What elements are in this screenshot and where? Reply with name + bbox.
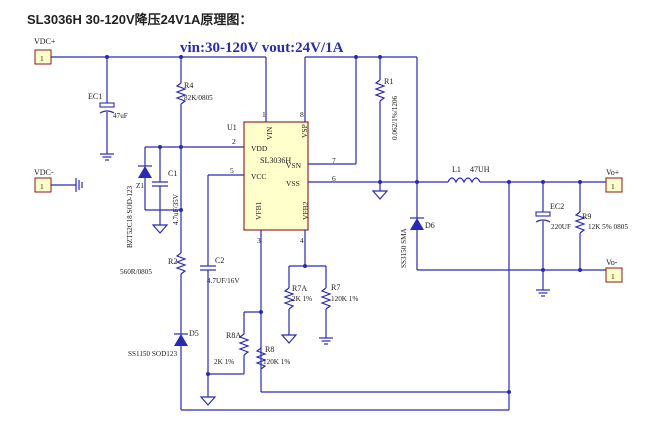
r2-ref: R2 <box>168 257 177 266</box>
wire-vin-bus <box>51 55 267 122</box>
pin-3-number: 3 <box>257 236 261 245</box>
vo-plus-pin: 1 <box>611 182 615 191</box>
u1-ref: U1 <box>227 123 237 132</box>
pin-5-number: 5 <box>230 166 234 175</box>
pin-vsp: VSP <box>300 124 309 138</box>
vdc-plus-pin: 1 <box>40 54 44 63</box>
r9-value: 12K 5% 0805 <box>588 223 628 231</box>
header-text: vin:30-120V vout:24V/1A <box>180 40 344 56</box>
ec2-value: 220UF <box>551 223 571 231</box>
pin-1-number: 1 <box>262 110 266 119</box>
wire-vsn <box>308 55 358 165</box>
ec2-ref: EC2 <box>550 202 564 211</box>
d6-ref: D6 <box>425 221 435 230</box>
resistor-r8: R8 120K 1% <box>255 345 290 370</box>
z1-ref: Z1 <box>136 182 144 190</box>
pin-vdd: VDD <box>251 144 268 153</box>
r7-value: 120K 1% <box>331 295 358 303</box>
vdc-minus-label: VDC- <box>34 168 54 177</box>
r1-value: 0.062/1%/1206 <box>391 95 399 140</box>
zener-z1: Z1 BZT52C18 SOD-123 <box>126 147 181 248</box>
r8a-value: 2K 1% <box>214 358 234 366</box>
r8-value: 120K 1% <box>263 358 290 366</box>
u1-part: SL3036H <box>260 156 291 165</box>
pin-vss: VSS <box>286 179 300 188</box>
r2-value: 560R/0805 <box>120 268 152 276</box>
pin-6-number: 6 <box>332 174 336 183</box>
pin-vfb2: VFB2 <box>301 201 310 220</box>
inductor-l1: L1 47UH <box>447 165 606 184</box>
pin-vfb1: VFB1 <box>254 201 263 220</box>
pin-2-number: 2 <box>232 137 236 146</box>
l1-value: 47UH <box>470 165 490 174</box>
ec1-ref: EC1 <box>88 92 102 101</box>
d5-ref: D5 <box>189 329 199 338</box>
connector-vdc-plus: VDC+ 1 <box>34 37 56 65</box>
pin-vsn: VSN <box>286 161 302 170</box>
resistor-r7a: R7A 2K 1% <box>281 266 312 344</box>
resistor-r1: R1 0.062/1%/1206 <box>374 57 399 182</box>
resistor-r2: R2 560R/0805 <box>120 252 187 334</box>
z1-value: BZT52C18 SOD-123 <box>126 185 134 248</box>
vo-minus-label: Vo- <box>606 258 618 267</box>
resistor-r9: R9 12K 5% 0805 <box>574 182 628 272</box>
wire-vsp-rail <box>304 55 418 218</box>
wire-vdc-minus-gnd <box>51 178 83 192</box>
d5-value: SS1150 SOD123 <box>128 350 177 358</box>
vo-minus-pin: 1 <box>611 272 615 281</box>
r1-ref: R1 <box>384 77 393 86</box>
c2-value: 4.7UF/16V <box>207 277 240 285</box>
diode-d6: D6 SS3150 SMA <box>400 217 606 271</box>
r4-value: 82K/0805 <box>184 94 213 102</box>
pin-vcc: VCC <box>251 172 266 181</box>
r8a-ref: R8A <box>226 331 241 340</box>
c1-ref: C1 <box>168 169 177 178</box>
r8-ref: R8 <box>265 345 274 354</box>
wire-vss-output <box>308 180 448 200</box>
resistor-r8a: R8A 2K 1% <box>208 312 250 375</box>
wire-vfb2 <box>289 230 326 268</box>
vo-plus-label: Vo+ <box>606 168 620 177</box>
wire-feedback <box>507 182 511 410</box>
c2-ref: C2 <box>215 256 224 265</box>
vdc-plus-label: VDC+ <box>34 37 56 46</box>
capacitor-c2: C2 4.7UF/16V <box>200 174 244 406</box>
l1-ref: L1 <box>452 165 461 174</box>
connector-vo-plus: Vo+ 1 <box>605 168 623 193</box>
resistor-r7: R7 120K 1% <box>318 266 358 345</box>
r4-ref: R4 <box>184 81 193 90</box>
ic-u1: U1 SL3036H VIN VDD VCC VFB1 VFB2 VSP VSN… <box>227 110 336 245</box>
r7a-ref: R7A <box>292 284 307 293</box>
diode-d5: D5 SS1150 SOD123 <box>128 329 509 411</box>
r7-ref: R7 <box>331 283 340 292</box>
pin-7-number: 7 <box>332 156 336 165</box>
r9-ref: R9 <box>582 212 591 221</box>
wire-vfb1 <box>244 230 509 393</box>
page-title: SL3036H 30-120V降压24V1A原理图： <box>27 12 253 27</box>
ec1-value: 47uF <box>113 112 128 120</box>
capacitor-ec1: EC1 47uF <box>88 57 128 161</box>
capacitor-ec2: EC2 220UF <box>535 182 571 297</box>
capacitor-c1: C1 4.7uF/35V <box>152 145 180 234</box>
connector-vdc-minus: VDC- 1 <box>34 168 54 193</box>
d6-value: SS3150 SMA <box>400 227 408 268</box>
pin-4-number: 4 <box>300 236 304 245</box>
pin-vin: VIN <box>265 126 274 140</box>
resistor-r4: R4 82K/0805 <box>175 57 213 253</box>
vdc-minus-pin: 1 <box>40 182 44 191</box>
c1-value: 4.7uF/35V <box>172 193 180 225</box>
r7a-value: 2K 1% <box>292 295 312 303</box>
connector-vo-minus: Vo- 1 <box>605 258 623 283</box>
pin-8-number: 8 <box>300 110 304 119</box>
